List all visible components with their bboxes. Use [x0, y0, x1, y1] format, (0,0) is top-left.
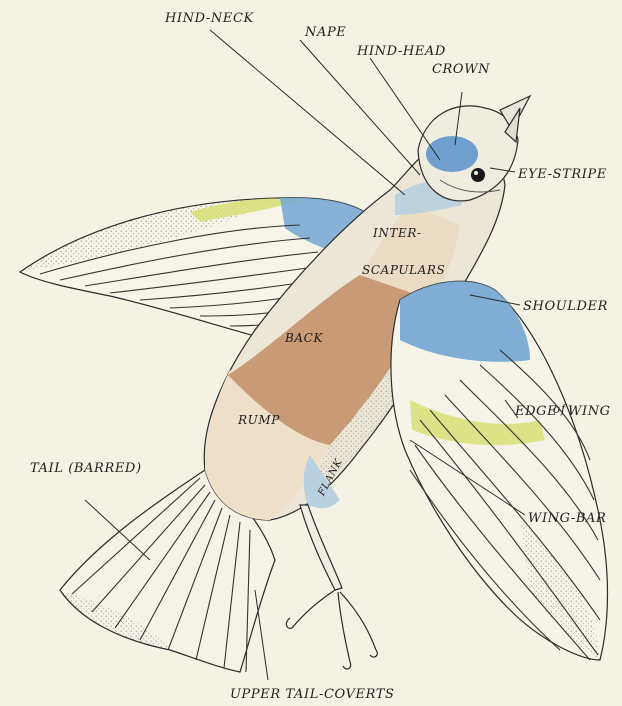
label-tail-barred: TAIL (BARRED) [30, 461, 142, 476]
label-shoulder: SHOULDER [523, 299, 608, 314]
label-crown: CROWN [432, 62, 490, 77]
label-scapulars: SCAPULARS [362, 263, 445, 277]
label-wing-bar: WING-BAR [528, 511, 606, 526]
bird-head [418, 96, 530, 201]
label-inter: INTER- [372, 226, 422, 240]
label-hind-head: HIND-HEAD [356, 44, 446, 59]
eye [471, 168, 485, 182]
label-hind-neck: HIND-NECK [164, 11, 255, 26]
crown-patch [426, 136, 478, 172]
label-nape: NAPE [304, 25, 346, 40]
right-wing [391, 281, 608, 660]
label-back: BACK [284, 331, 323, 345]
label-upper-tail-coverts: UPPER TAIL-COVERTS [230, 687, 395, 702]
label-wing: WING [568, 404, 611, 419]
legs-and-feet [286, 505, 377, 669]
label-rump: RUMP [237, 413, 280, 427]
label-eye-stripe: EYE-STRIPE [517, 167, 607, 182]
label-edge: EDGE [514, 404, 557, 419]
label-of: of [553, 402, 568, 416]
